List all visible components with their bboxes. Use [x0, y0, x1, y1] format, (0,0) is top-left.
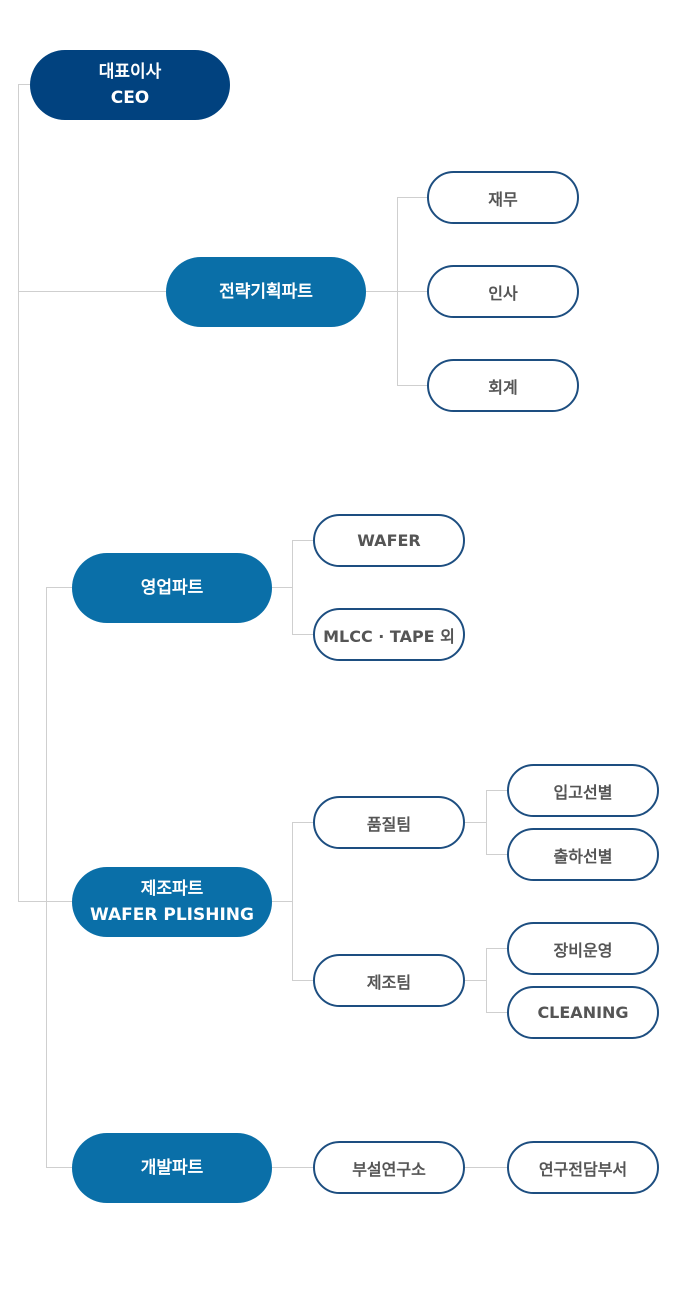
connector-quality-sub-2 [486, 854, 507, 855]
connector-manufacturing-trunk [292, 822, 293, 980]
ceo-title-en: CEO [110, 88, 150, 108]
sales-part-label: 영업파트 [140, 578, 204, 598]
production-sub-cleaning: CLEANING [507, 986, 659, 1039]
manufacturing-part-label: 제조파트 [140, 879, 204, 899]
team-label: 인사 [488, 283, 518, 303]
sales-part-node: 영업파트 [72, 553, 272, 623]
quality-sub-outgoing: 출하선별 [507, 828, 659, 881]
connector-strategy [18, 291, 166, 292]
team-label: 연구전담부서 [538, 1159, 628, 1179]
connector-production-sub-2 [486, 1012, 507, 1013]
development-sub-rnd: 연구전담부서 [507, 1141, 659, 1194]
connector-secondary-trunk [46, 587, 47, 1168]
ceo-title-ko: 대표이사 [98, 62, 162, 82]
connector-sales-trunk [292, 540, 293, 634]
quality-team-node: 품질팀 [313, 796, 465, 849]
team-label: 회계 [488, 377, 518, 397]
ceo-node: 대표이사 CEO [30, 50, 230, 120]
connector-strategy-out [366, 291, 397, 292]
quality-sub-incoming: 입고선별 [507, 764, 659, 817]
strategy-part-label: 전략기획파트 [219, 282, 313, 302]
production-sub-equipment: 장비운영 [507, 922, 659, 975]
connector-manufacturing-out [272, 901, 292, 902]
connector-manufacturing [18, 901, 72, 902]
team-label: 부설연구소 [352, 1159, 426, 1179]
connector-ceo [18, 84, 30, 85]
development-part-node: 개발파트 [72, 1133, 272, 1203]
connector-development-sub [465, 1167, 507, 1168]
connector-main-trunk [18, 84, 19, 902]
strategy-team-accounting: 회계 [427, 359, 579, 412]
team-label: 재무 [488, 189, 518, 209]
connector-strategy-team-1 [397, 197, 427, 198]
connector-sales-team-1 [292, 540, 313, 541]
team-label: 품질팀 [366, 814, 412, 834]
connector-quality-out [465, 822, 486, 823]
team-label: 장비운영 [553, 940, 613, 960]
team-label: 입고선별 [553, 782, 613, 802]
sales-team-wafer: WAFER [313, 514, 465, 567]
connector-sales-team-2 [292, 634, 313, 635]
strategy-part-node: 전략기획파트 [166, 257, 366, 327]
sales-team-mlcc-tape: MLCC · TAPE 외 [313, 608, 465, 661]
development-part-label: 개발파트 [140, 1158, 204, 1178]
connector-strategy-team-3 [397, 385, 427, 386]
manufacturing-part-sublabel: WAFER PLISHING [90, 905, 254, 925]
connector-quality-sub-1 [486, 790, 507, 791]
connector-production-trunk [486, 948, 487, 1012]
team-label: MLCC · TAPE 외 [323, 626, 455, 646]
connector-sales-out [272, 587, 292, 588]
strategy-team-finance: 재무 [427, 171, 579, 224]
strategy-team-hr: 인사 [427, 265, 579, 318]
production-team-node: 제조팀 [313, 954, 465, 1007]
manufacturing-part-node: 제조파트 WAFER PLISHING [72, 867, 272, 937]
connector-quality-trunk [486, 790, 487, 854]
connector-production-out [465, 980, 486, 981]
connector-sales [46, 587, 72, 588]
connector-development-out [272, 1167, 313, 1168]
connector-quality [292, 822, 313, 823]
development-team-lab: 부설연구소 [313, 1141, 465, 1194]
connector-production-sub-1 [486, 948, 507, 949]
connector-production [292, 980, 313, 981]
team-label: WAFER [357, 531, 421, 550]
team-label: 제조팀 [366, 972, 412, 992]
team-label: 출하선별 [553, 846, 613, 866]
connector-development [46, 1167, 72, 1168]
connector-strategy-team-2 [397, 291, 427, 292]
team-label: CLEANING [537, 1003, 629, 1022]
